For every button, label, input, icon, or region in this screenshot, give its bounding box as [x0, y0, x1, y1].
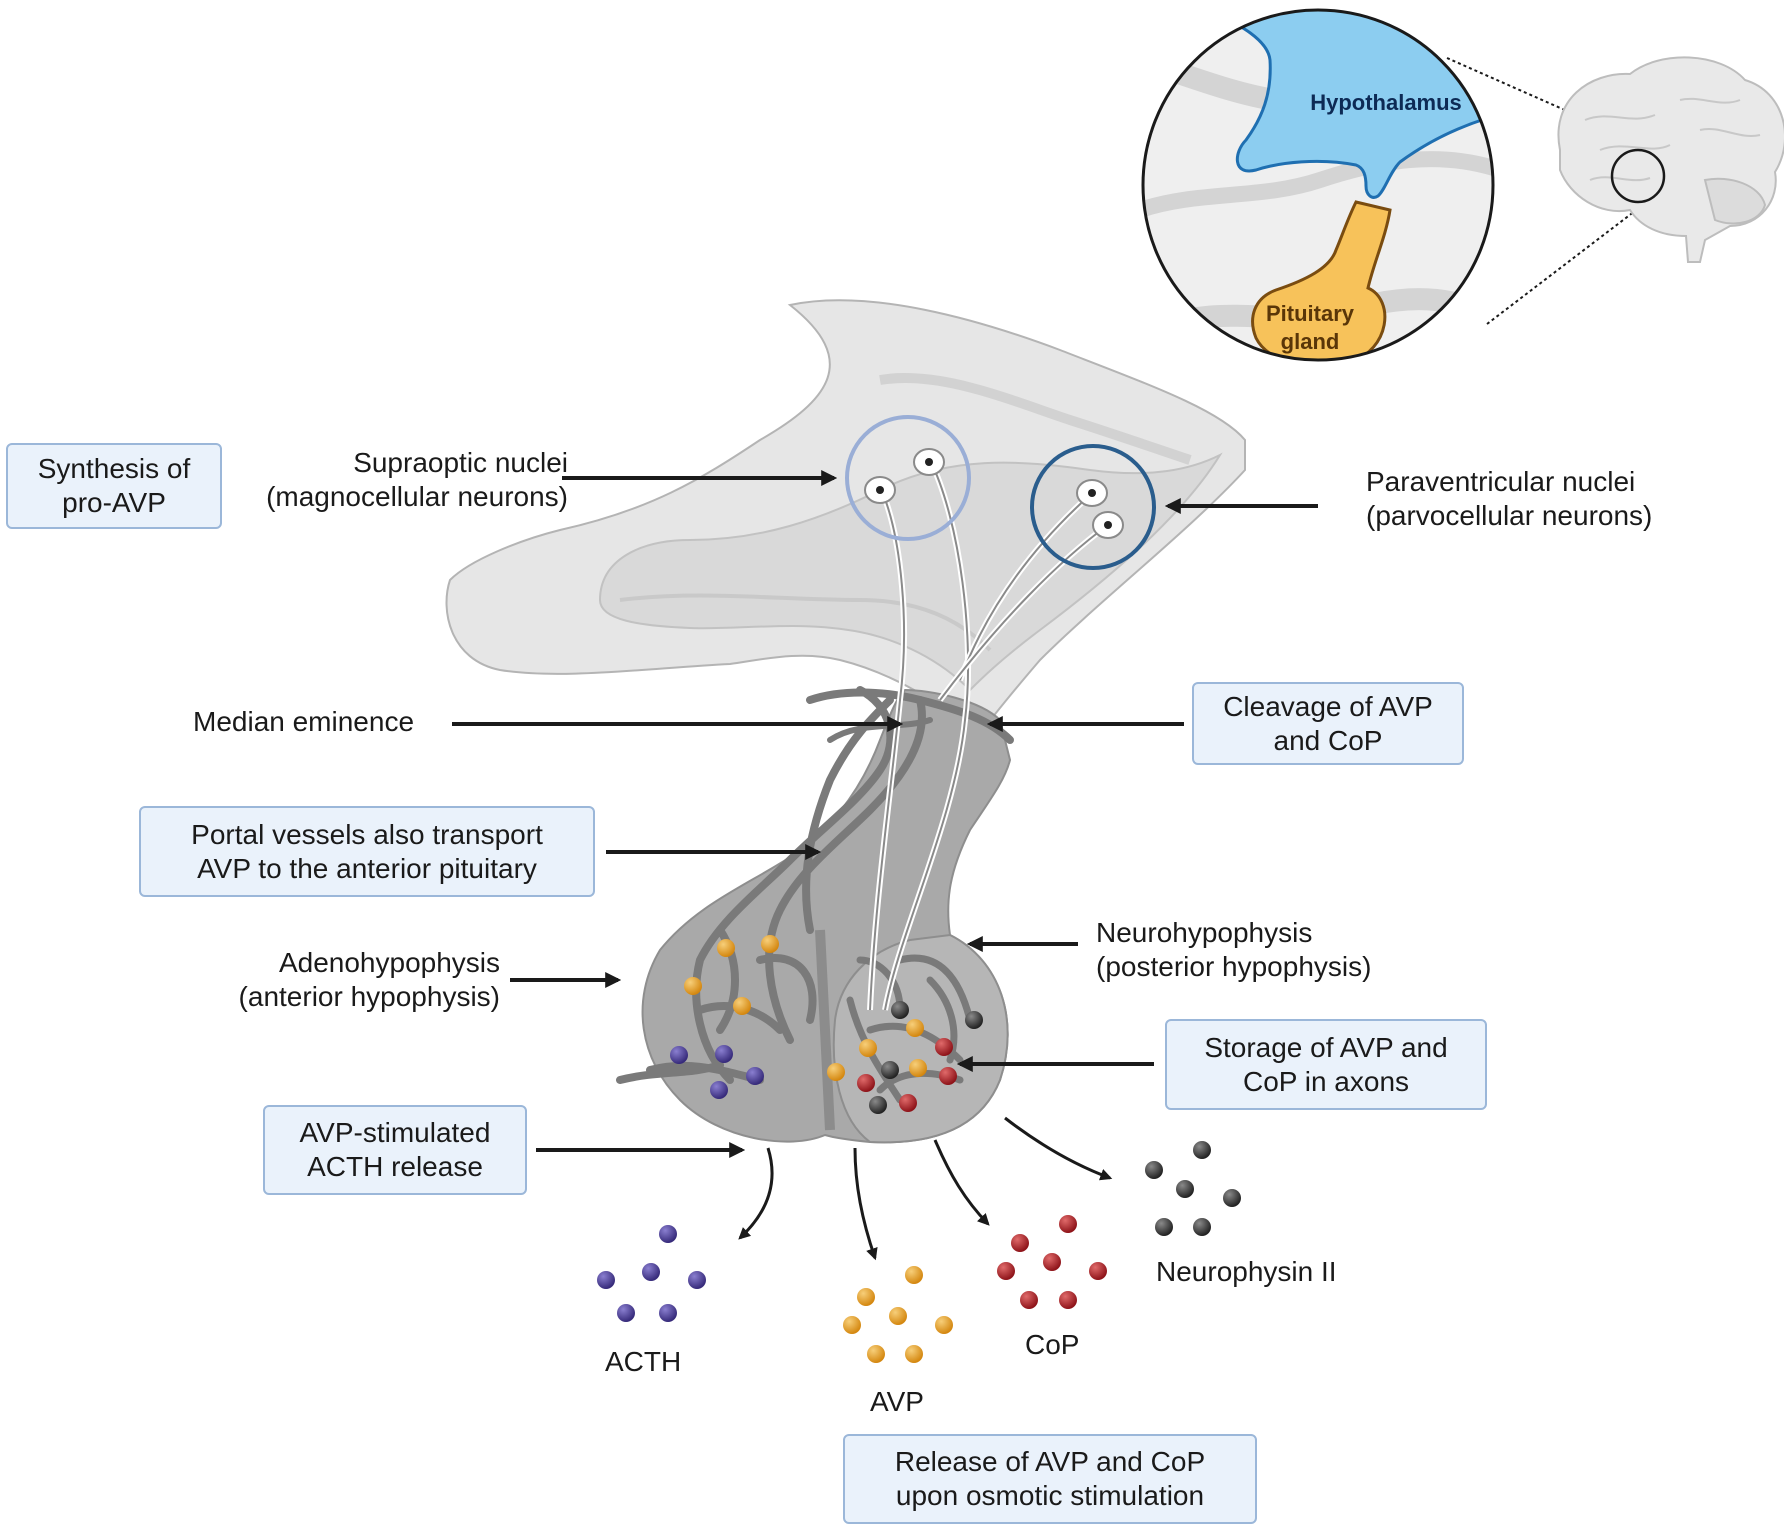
- supraoptic-label: Supraoptic nuclei (magnocellular neurons…: [266, 447, 568, 512]
- median-eminence-label: Median eminence: [193, 706, 415, 737]
- cop-label: CoP: [1025, 1329, 1080, 1360]
- neurophysin-granules: [1145, 1141, 1241, 1236]
- release-arrows: [738, 1116, 1113, 1261]
- portal-vessels-box: Portal vessels also transport AVP to the…: [139, 806, 595, 897]
- storage-box: Storage of AVP and CoP in axons: [1165, 1019, 1487, 1110]
- gland-granules: [670, 935, 983, 1114]
- neuron-axons: [845, 415, 1156, 1011]
- brain-icon: [1557, 56, 1784, 263]
- adenohypophysis-label: Adenohypophysis (anterior hypophysis): [238, 947, 500, 1012]
- paraventricular-circle: [1030, 444, 1156, 570]
- avp-granules: [843, 1266, 953, 1363]
- synthesis-box: Synthesis of pro-AVP: [6, 443, 222, 529]
- pituitary-label: Pituitary gland: [1265, 301, 1355, 354]
- hypothalamus-section: [445, 299, 1246, 742]
- release-box: Release of AVP and CoP upon osmotic stim…: [843, 1434, 1257, 1524]
- supraoptic-circle: [845, 415, 971, 541]
- acth-label: ACTH: [605, 1346, 682, 1377]
- neurophysin-label: Neurophysin II: [1156, 1256, 1337, 1287]
- neurohypophysis-label: Neurohypophysis (posterior hypophysis): [1096, 917, 1372, 982]
- acth-granules: [597, 1225, 706, 1322]
- avp-label: AVP: [870, 1386, 924, 1417]
- pointer-arrows: [452, 470, 1318, 1158]
- acth-release-box: AVP-stimulated ACTH release: [263, 1105, 527, 1195]
- cleavage-box: Cleavage of AVP and CoP: [1192, 682, 1464, 765]
- hypothalamus-label: Hypothalamus: [1310, 90, 1462, 115]
- cop-granules: [997, 1215, 1107, 1309]
- paraventricular-label: Paraventricular nuclei (parvocellular ne…: [1366, 466, 1653, 531]
